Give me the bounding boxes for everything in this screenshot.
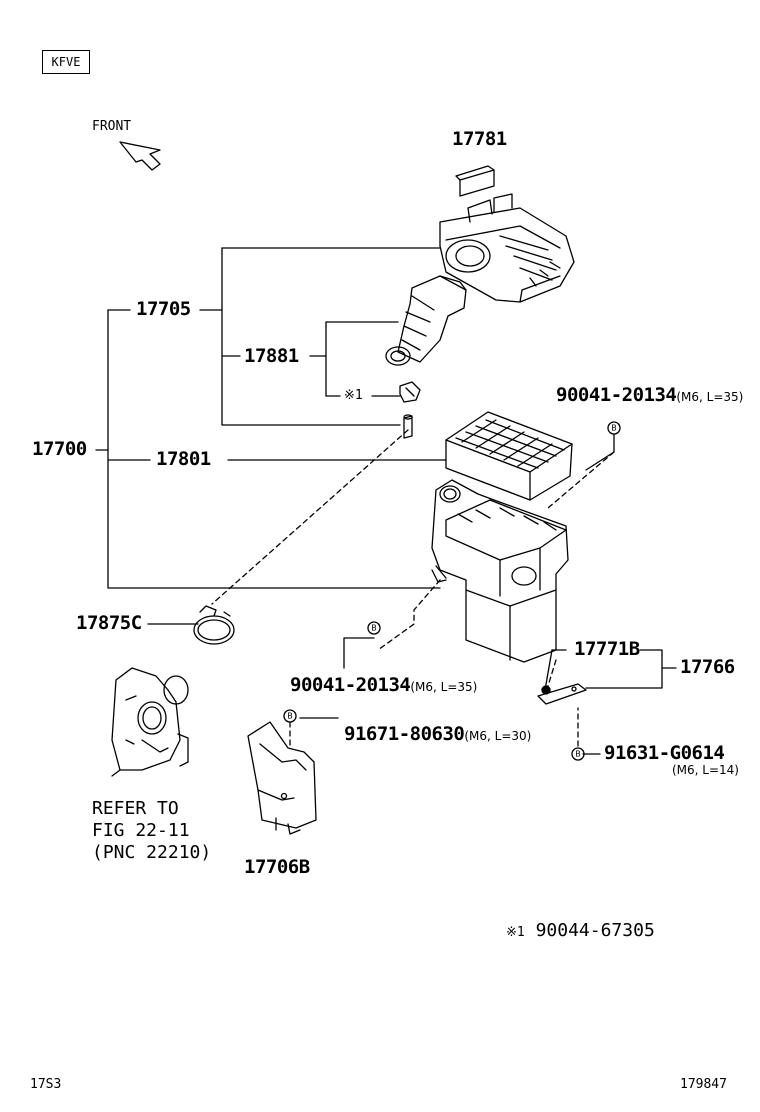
bolt-pn-1: 90041-20134 <box>556 384 677 406</box>
bolt-spec-1: (M6, L=35) <box>676 390 744 404</box>
part-label-17801: 17801 <box>156 448 211 470</box>
assembly-lines <box>211 429 615 749</box>
bolt-marker-b3: B <box>287 712 293 721</box>
part-17781-insert <box>455 165 495 197</box>
part-label-17771b: 17771B <box>574 638 640 660</box>
air-cleaner-case <box>431 479 569 663</box>
part-label-17766: 17766 <box>680 656 735 678</box>
filter-element-17801 <box>445 411 573 501</box>
bolt-spec-4: (M6, L=14) <box>672 763 739 777</box>
bolt-pn-2: 90041-20134 <box>290 674 411 696</box>
star-ref-label: ※1 <box>344 388 363 403</box>
bolt-spec-3: (M6, L=30) <box>464 729 532 743</box>
refer-line-3: (PNC 22210) <box>92 842 212 863</box>
bolt-label-3: 91671-80630(M6, L=30) <box>344 725 531 744</box>
front-arrow-icon <box>119 141 161 171</box>
engine-code-box: KFVE <box>42 50 90 74</box>
bolt-pn-3: 91671-80630 <box>344 723 465 745</box>
part-label-17706b: 17706B <box>244 856 310 878</box>
front-label: FRONT <box>92 119 132 134</box>
intake-hose-17881 <box>385 275 467 366</box>
bolt-marker-b1: B <box>611 424 617 433</box>
leader-lines <box>95 247 677 831</box>
bracket-17766 <box>537 683 587 705</box>
part-label-17881: 17881 <box>244 345 299 367</box>
pin-part <box>403 414 413 439</box>
part-label-17705: 17705 <box>136 298 191 320</box>
refer-line-2: FIG 22-11 <box>92 820 190 841</box>
part-label-17781: 17781 <box>452 128 507 150</box>
bolt-spec-2: (M6, L=35) <box>410 680 478 694</box>
air-cleaner-cap <box>439 193 575 303</box>
part-label-17875c: 17875C <box>76 612 142 634</box>
part-label-17700: 17700 <box>32 438 87 460</box>
bolt-label-2: 90041-20134(M6, L=35) <box>290 676 477 695</box>
clip-part <box>399 381 421 403</box>
bolt-marker-b4: B <box>575 750 581 759</box>
throttle-body <box>111 667 189 777</box>
star-note: ※1 90044-67305 <box>506 922 655 940</box>
bolt-marker-b2: B <box>371 624 377 633</box>
bolt-markers <box>283 421 621 761</box>
star-note-mark: ※1 <box>506 925 525 940</box>
cover-17706b <box>247 721 317 835</box>
engine-code: KFVE <box>51 55 81 69</box>
clamp-17875c <box>193 605 235 645</box>
footer-right-code: 179847 <box>680 1077 727 1092</box>
bolt-pn-4: 91631-G0614 <box>604 742 725 764</box>
bolt-label-1: 90041-20134(M6, L=35) <box>556 386 743 405</box>
star-note-pn: 90044-67305 <box>535 920 655 941</box>
footer-left-code: 17S3 <box>30 1077 62 1092</box>
refer-line-1: REFER TO <box>92 798 179 819</box>
